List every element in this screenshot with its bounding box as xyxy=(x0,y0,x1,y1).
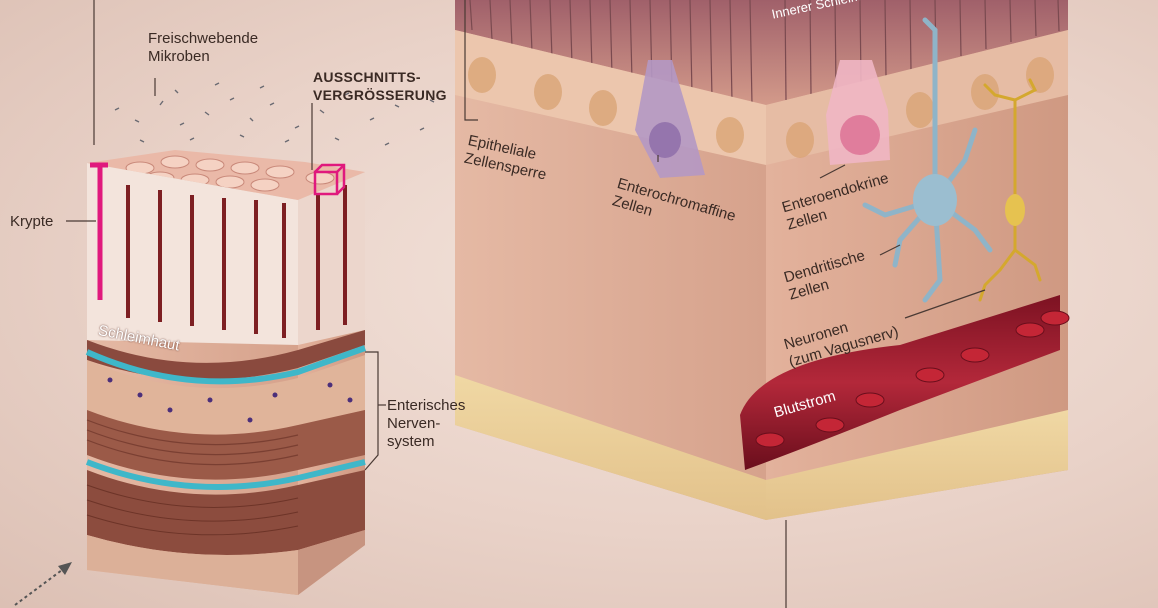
enteric-nervous-system-label: Enterisches Nerven- system xyxy=(387,397,465,451)
magnification-line1: AUSSCHNITTS- xyxy=(313,68,447,86)
tissue-block-small xyxy=(87,150,365,595)
free-microbes-line1: Freischwebende xyxy=(148,30,258,48)
enteric-line2: Nerven- xyxy=(387,415,465,433)
magnification-label: AUSSCHNITTS- VERGRÖSSERUNG xyxy=(313,68,447,104)
enteric-line3: system xyxy=(387,433,465,451)
free-microbes-label: Freischwebende Mikroben xyxy=(148,30,258,66)
magnification-line2: VERGRÖSSERUNG xyxy=(313,86,447,104)
free-microbes-line2: Mikroben xyxy=(148,48,258,66)
tissue-block-large xyxy=(455,0,1069,520)
enteric-line1: Enterisches xyxy=(387,397,465,415)
dotted-arrow xyxy=(15,562,72,605)
crypt-label: Krypte xyxy=(10,213,53,231)
